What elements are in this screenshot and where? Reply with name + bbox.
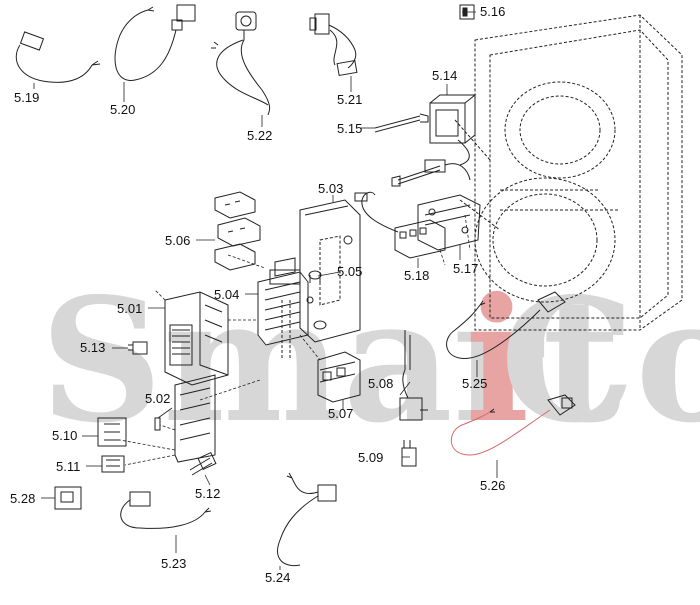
label-5-25: 5.25 [462, 376, 487, 391]
label-5-01: 5.01 [117, 301, 142, 316]
label-5-22: 5.22 [247, 128, 272, 143]
label-5-02: 5.02 [145, 391, 170, 406]
label-5-10: 5.10 [52, 428, 77, 443]
watermark: Smart i Co [40, 261, 700, 461]
label-5-19: 5.19 [14, 90, 39, 105]
watermark-text-after: Co [500, 261, 700, 461]
part-5-13-connector [128, 341, 148, 355]
part-5-28-connector [54, 486, 82, 510]
part-5-26-cable [450, 394, 576, 456]
part-5-22-cable [211, 11, 271, 116]
part-5-17-bracket [417, 194, 481, 251]
label-5-16: 5.16 [480, 4, 505, 19]
part-5-20-cable [114, 4, 196, 81]
label-5-23: 5.23 [161, 556, 186, 571]
label-5-07: 5.07 [328, 406, 353, 421]
part-5-05-spacer [308, 270, 327, 330]
sensor-cable [424, 159, 471, 181]
label-5-20: 5.20 [110, 102, 135, 117]
part-5-15-screw [374, 113, 441, 187]
part-5-21-cable [309, 13, 358, 77]
label-5-12: 5.12 [195, 486, 220, 501]
label-leaders [33, 11, 498, 570]
part-5-11-connector [101, 455, 125, 473]
leader-lines [119, 214, 471, 466]
part-5-23-cable [120, 491, 212, 529]
label-5-17: 5.17 [453, 261, 478, 276]
part-5-04-terminal-block [257, 257, 309, 360]
label-5-11: 5.11 [56, 459, 80, 474]
part-5-14-ignition-unit [429, 94, 477, 166]
label-5-03: 5.03 [318, 181, 343, 196]
watermark-text-accent: i [465, 261, 530, 461]
label-5-26: 5.26 [480, 478, 505, 493]
part-5-07-relay-block [317, 351, 361, 403]
part-5-06-connectors [214, 191, 261, 271]
boiler-housing [454, 14, 683, 331]
label-5-21: 5.21 [337, 92, 362, 107]
label-5-06: 5.06 [165, 233, 190, 248]
part-5-24-cable [277, 472, 337, 567]
part-labels: 5.19 5.20 5.22 5.21 5.16 5.14 5.15 5.03 … [10, 4, 505, 585]
part-5-19-cable [15, 31, 101, 83]
part-5-18-connector-block [354, 191, 446, 259]
label-5-15: 5.15 [337, 121, 362, 136]
label-5-08: 5.08 [368, 376, 393, 391]
part-5-03-mounting-plate [299, 199, 361, 343]
label-5-05: 5.05 [337, 264, 362, 279]
part-5-12-sensor [189, 451, 217, 476]
part-5-10-connector [97, 417, 127, 447]
label-5-14: 5.14 [432, 68, 457, 83]
label-5-18: 5.18 [404, 268, 429, 283]
label-5-13: 5.13 [80, 340, 105, 355]
part-5-25-cable [446, 291, 566, 359]
label-5-24: 5.24 [265, 570, 290, 585]
part-5-08-sensor [399, 330, 428, 421]
part-5-01-control-unit [164, 291, 229, 463]
label-5-28: 5.28 [10, 491, 35, 506]
label-5-04: 5.04 [214, 287, 239, 302]
part-5-02-fuse [154, 417, 161, 431]
label-5-09: 5.09 [358, 450, 383, 465]
